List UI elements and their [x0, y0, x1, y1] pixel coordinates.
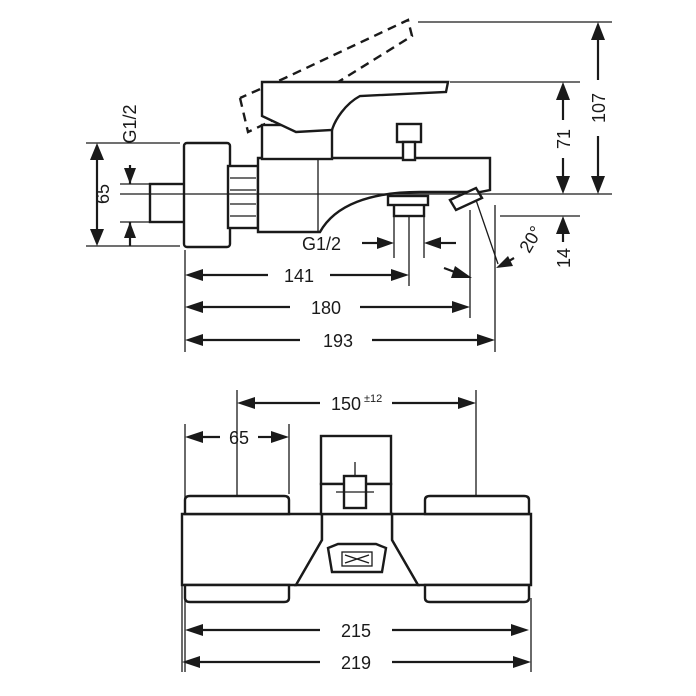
- flange-right-top: [423, 494, 531, 516]
- hex-nut: [226, 164, 260, 230]
- outlet-nut: [386, 194, 430, 207]
- lever-handle: [260, 80, 450, 134]
- dim-150: 150: [331, 394, 361, 414]
- flange-right-bottom: [423, 583, 531, 604]
- lever-open-outline: [238, 18, 414, 134]
- dim-107: 107: [589, 93, 609, 123]
- dim-141: 141: [284, 266, 314, 286]
- dim-14: 14: [554, 248, 574, 268]
- dim-65-side: 65: [93, 184, 113, 204]
- diverter-knob: [395, 122, 423, 144]
- dim-180: 180: [311, 298, 341, 318]
- dim-219: 219: [341, 653, 371, 673]
- dim-150-tolerance: ±12: [364, 393, 382, 405]
- wall-escutcheon: [182, 141, 232, 249]
- top-view: 150 ±12 65: [180, 390, 533, 673]
- thread-outlet-label: G1/2: [302, 234, 341, 254]
- thread-inlet-label: G1/2: [120, 104, 140, 143]
- dim-193: 193: [323, 331, 353, 351]
- flange-left-top: [183, 494, 291, 516]
- diverter-stem: [401, 140, 417, 162]
- flange-left-bottom: [183, 583, 291, 604]
- angle-20: 20°: [515, 223, 546, 257]
- mixer-body: [256, 156, 492, 234]
- dim-215: 215: [341, 621, 371, 641]
- side-view: 65 G1/2 G1/2 141 180 193: [86, 18, 612, 352]
- dim-71: 71: [554, 129, 574, 149]
- dim-65-top: 65: [229, 428, 249, 448]
- wall-stub: [148, 182, 190, 224]
- aerator-top: [326, 542, 388, 574]
